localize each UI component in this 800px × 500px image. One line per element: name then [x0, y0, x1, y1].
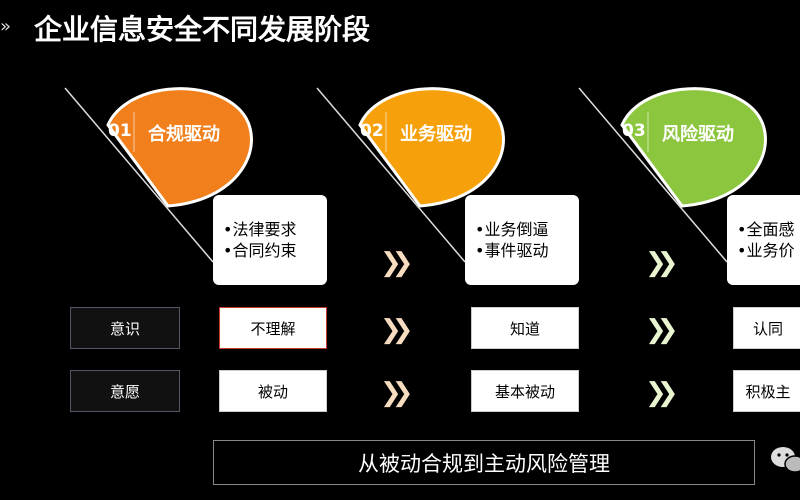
- stage-label: 业务驱动: [400, 124, 472, 145]
- stage-petal-1: [64, 87, 253, 263]
- double-chevron-arrow-icon: ❯❯: [380, 248, 413, 278]
- stage-drivers-card: •全面感 •业务价: [727, 195, 800, 285]
- row-label-willingness: 意愿: [70, 370, 180, 412]
- stage-petal-3: [578, 87, 767, 263]
- willingness-cell: 基本被动: [471, 370, 579, 412]
- double-chevron-arrow-icon: ❯❯: [645, 315, 678, 345]
- double-chevron-arrow-icon: ❯❯: [645, 378, 678, 408]
- awareness-cell: 不理解: [219, 307, 327, 349]
- stage-number: 01: [108, 121, 132, 141]
- willingness-cell: 积极主: [733, 370, 800, 412]
- row-label-awareness: 意识: [70, 307, 180, 349]
- double-chevron-arrow-icon: ❯❯: [380, 315, 413, 345]
- stage-number: 02: [360, 121, 384, 141]
- stage-label: 合规驱动: [148, 124, 220, 145]
- stage-label: 风险驱动: [662, 124, 734, 145]
- awareness-cell: 知道: [471, 307, 579, 349]
- driver-item: •业务倒逼: [475, 220, 549, 239]
- willingness-cell: 被动: [219, 370, 327, 412]
- awareness-cell: 认同: [733, 307, 800, 349]
- driver-item: •事件驱动: [475, 241, 549, 260]
- driver-item: •法律要求: [223, 220, 297, 239]
- double-chevron-arrow-icon: ❯❯: [645, 248, 678, 278]
- summary-banner: 从被动合规到主动风险管理: [213, 440, 755, 485]
- wechat-icon: [771, 447, 800, 473]
- stage-drivers-card: •法律要求 •合同约束: [213, 195, 327, 285]
- double-chevron-icon: »: [0, 16, 12, 37]
- driver-item: •合同约束: [223, 241, 297, 260]
- double-chevron-arrow-icon: ❯❯: [380, 378, 413, 408]
- driver-item: •全面感: [737, 220, 795, 239]
- page-title: 企业信息安全不同发展阶段: [34, 13, 371, 46]
- stage-number: 03: [622, 121, 646, 141]
- stage-drivers-card: •业务倒逼 •事件驱动: [465, 195, 579, 285]
- stage-petal-2: [316, 87, 505, 263]
- driver-item: •业务价: [737, 241, 795, 260]
